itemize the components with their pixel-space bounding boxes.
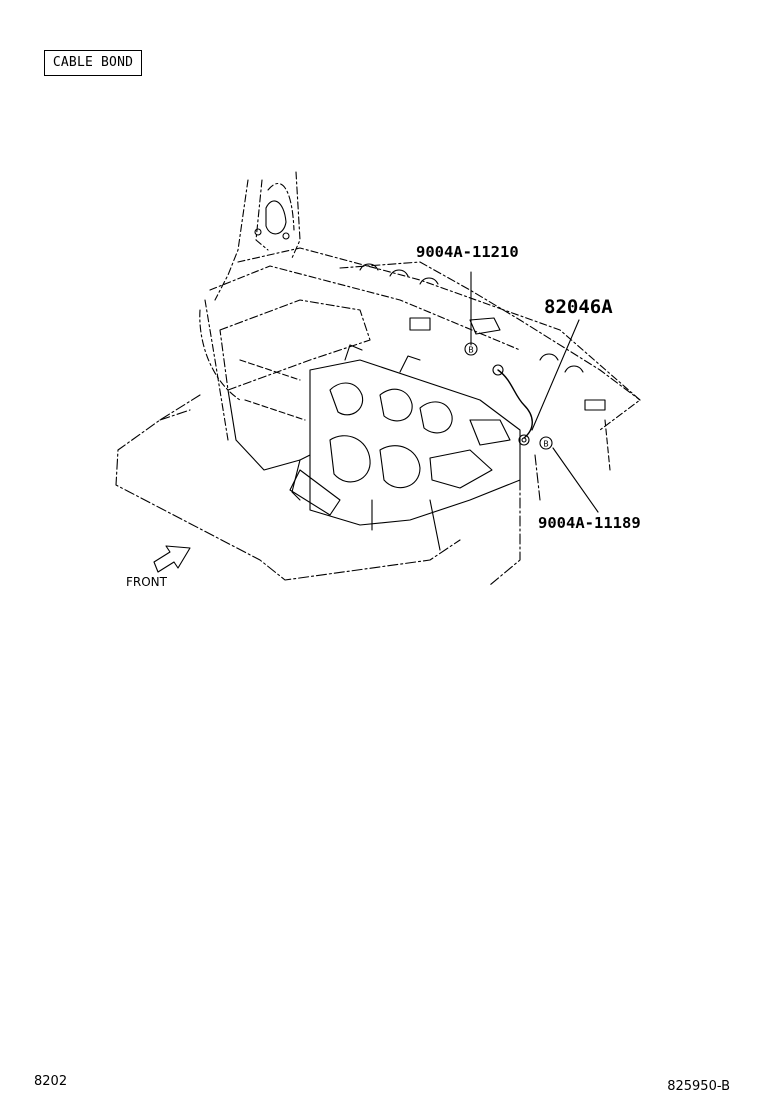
engine-block — [289, 344, 521, 551]
diagram-title: CABLE BOND — [44, 50, 142, 76]
figure-id: 825950-B — [667, 1079, 730, 1094]
front-arrow-icon — [153, 545, 191, 573]
marker-b-lower-letter: B — [543, 440, 549, 449]
cable-bond — [492, 364, 533, 446]
callout-bolt-lower: 9004A-11189 — [538, 514, 641, 532]
callout-cable: 82046A — [544, 296, 613, 318]
leader-line-cable — [531, 319, 580, 431]
front-label: FRONT — [126, 575, 168, 589]
leader-line-lower — [552, 447, 599, 513]
marker-b-upper — [464, 342, 478, 356]
firewall-block — [219, 299, 371, 471]
callout-bolt-upper: 9004A-11210 — [416, 243, 519, 261]
fender-panel — [339, 261, 641, 471]
cowl-panel — [199, 247, 641, 441]
marker-b-upper-letter: B — [468, 346, 474, 355]
body-pillar — [214, 171, 301, 301]
marker-b-lower — [539, 436, 553, 450]
page-code: 8202 — [34, 1074, 68, 1089]
floor-outline — [115, 394, 541, 586]
